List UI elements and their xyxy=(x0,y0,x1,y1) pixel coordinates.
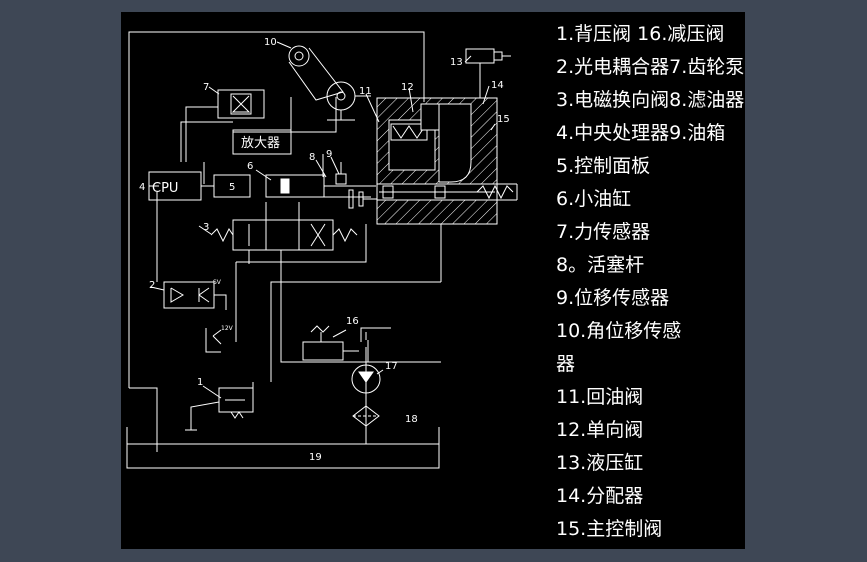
legend-item: 器 xyxy=(556,353,576,375)
label-16: 16 xyxy=(346,316,359,327)
angular-sensor xyxy=(288,45,371,121)
label-3: 3 xyxy=(203,222,209,233)
pressure-reducing-valve xyxy=(302,325,359,361)
legend-item: 12.单向阀 xyxy=(556,419,644,441)
legend-item: 10.角位移传感 xyxy=(556,320,682,342)
label-13: 13 xyxy=(450,57,463,68)
label-7: 7 xyxy=(203,82,209,93)
hydraulic-cylinder xyxy=(465,48,511,98)
label-19: 19 xyxy=(309,452,322,463)
legend-item: 11.回油阀 xyxy=(556,386,644,408)
legend-item: 4.中央处理器9.油箱 xyxy=(556,122,726,144)
label-2: 2 xyxy=(149,280,155,291)
legend-item: 14.分配器 xyxy=(556,485,644,507)
displacement-sensor xyxy=(335,162,347,185)
oil-filter xyxy=(352,405,380,427)
label-11: 11 xyxy=(359,86,372,97)
legend-item: 3.电磁换向阀8.滤油器 xyxy=(556,89,745,111)
sensor-mark-12v: 12V xyxy=(221,325,234,332)
hydraulic-schematic: 10 7 11 12 13 14 15 6 8 9 4 5 3 2 16 17 … xyxy=(126,31,518,469)
cad-viewport: 10 7 11 12 13 14 15 6 8 9 4 5 3 2 16 17 … xyxy=(121,12,745,549)
legend-item: 9.位移传感器 xyxy=(556,287,670,309)
legend-item: 5.控制面板 xyxy=(556,155,651,177)
label-8: 8 xyxy=(309,152,315,163)
label-17: 17 xyxy=(385,361,398,372)
cpu-label: CPU xyxy=(152,181,178,196)
label-9: 9 xyxy=(326,149,332,160)
legend-item: 2.光电耦合器7.齿轮泵 xyxy=(556,56,745,78)
label-15: 15 xyxy=(497,114,510,125)
leader-lines xyxy=(149,41,496,399)
filter-element xyxy=(348,189,379,209)
component-number-labels: 10 7 11 12 13 14 15 6 8 9 4 5 3 2 16 17 … xyxy=(139,37,510,463)
sensor-mark-sv: SV xyxy=(213,279,222,286)
label-1: 1 xyxy=(197,377,203,388)
component-legend: 1.背压阀 16.减压阀 2.光电耦合器7.齿轮泵 3.电磁换向阀8.滤油器 4… xyxy=(556,18,746,546)
label-12: 12 xyxy=(401,82,414,93)
pipe-lines xyxy=(235,224,442,444)
amplifier-label: 放大器 xyxy=(241,136,280,151)
label-5: 5 xyxy=(229,182,235,193)
small-cylinder xyxy=(265,174,376,198)
legend-item: 6.小油缸 xyxy=(556,188,632,210)
back-pressure-valve xyxy=(185,382,254,431)
oil-tank xyxy=(126,427,440,469)
label-18: 18 xyxy=(405,414,418,425)
legend-item: 1.背压阀 16.减压阀 xyxy=(556,23,725,45)
label-14: 14 xyxy=(491,80,504,91)
force-sensor xyxy=(217,89,265,119)
legend-item: 8。活塞杆 xyxy=(556,254,645,276)
wiring-lines xyxy=(128,31,425,452)
amplifier-block xyxy=(232,129,292,155)
solenoid-directional-valve xyxy=(210,202,358,264)
legend-item: 7.力传感器 xyxy=(556,221,651,243)
gear-pump xyxy=(351,364,381,394)
label-6: 6 xyxy=(247,161,253,172)
label-4: 4 xyxy=(139,182,145,193)
legend-item: 15.主控制阀 xyxy=(556,518,663,540)
photo-coupler xyxy=(163,281,227,353)
legend-item: 13.液压缸 xyxy=(556,452,644,474)
main-control-valve xyxy=(376,97,518,225)
label-10: 10 xyxy=(264,37,277,48)
